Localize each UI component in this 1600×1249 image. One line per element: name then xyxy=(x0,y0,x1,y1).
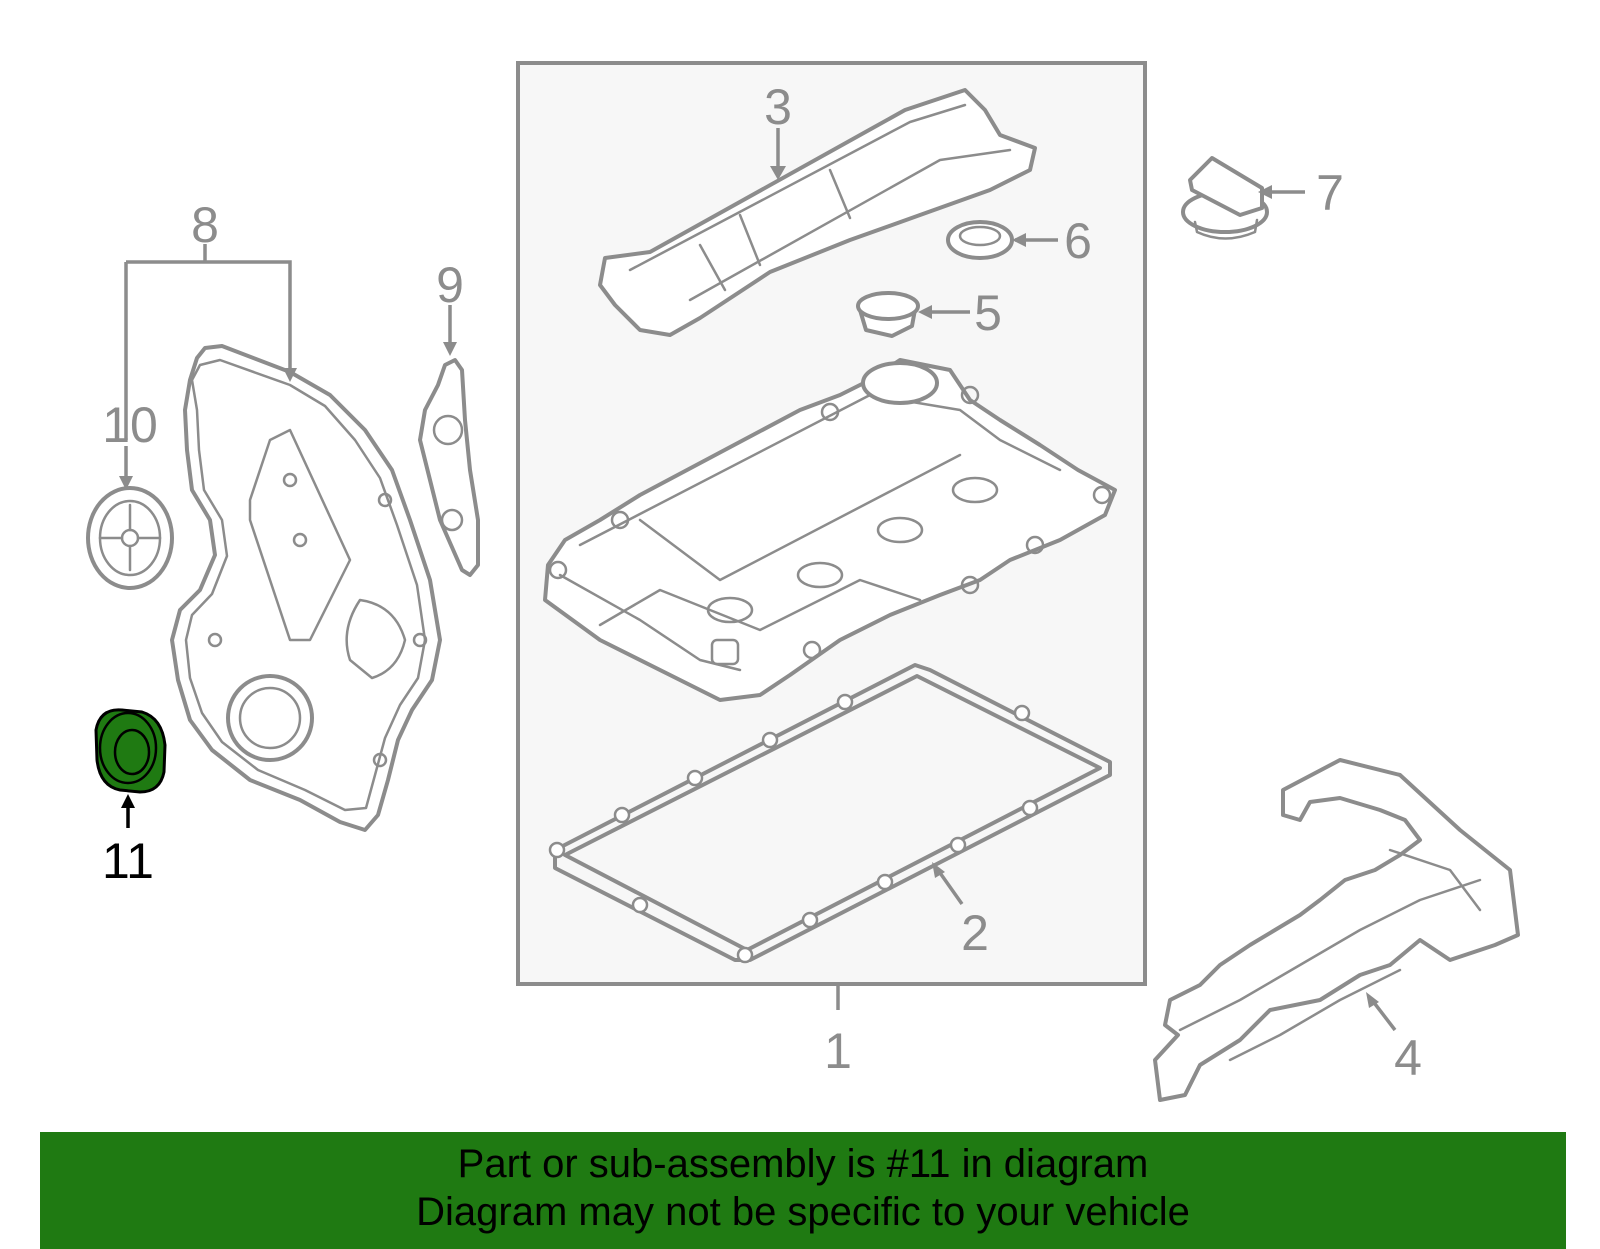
part-9-gasket[interactable] xyxy=(418,358,480,577)
callout-3: 3 xyxy=(764,79,792,135)
part-4-shield[interactable] xyxy=(1153,758,1520,1102)
part-11-seal-highlighted[interactable] xyxy=(94,708,167,794)
arrow-3 xyxy=(770,166,786,180)
callout-5: 5 xyxy=(974,285,1002,341)
callout-6: 6 xyxy=(1064,213,1092,269)
callout-11: 11 xyxy=(102,833,154,889)
callout-8: 8 xyxy=(191,197,219,253)
part-6-seal[interactable] xyxy=(946,220,1014,260)
banner-line-2: Diagram may not be specific to your vehi… xyxy=(416,1190,1190,1234)
part-5-seal[interactable] xyxy=(856,291,920,338)
arrow-11 xyxy=(121,794,135,808)
part-10-seal[interactable] xyxy=(86,486,174,590)
banner-line-1: Part or sub-assembly is #11 in diagram xyxy=(457,1142,1149,1186)
callout-2: 2 xyxy=(961,905,989,961)
callout-10: 10 xyxy=(102,397,158,453)
part-7-oil-cap[interactable] xyxy=(1181,156,1269,240)
callout-9: 9 xyxy=(436,257,464,313)
part-2-gasket[interactable] xyxy=(548,663,1112,964)
part-3-upper-cover[interactable] xyxy=(598,88,1037,337)
callout-7: 7 xyxy=(1316,165,1344,221)
valve-cover[interactable] xyxy=(543,358,1117,702)
callout-4: 4 xyxy=(1394,1030,1422,1086)
info-banner: Part or sub-assembly is #11 in diagram D… xyxy=(40,1132,1566,1249)
part-8-front-cover[interactable] xyxy=(170,344,442,832)
callout-1: 1 xyxy=(824,1023,852,1079)
